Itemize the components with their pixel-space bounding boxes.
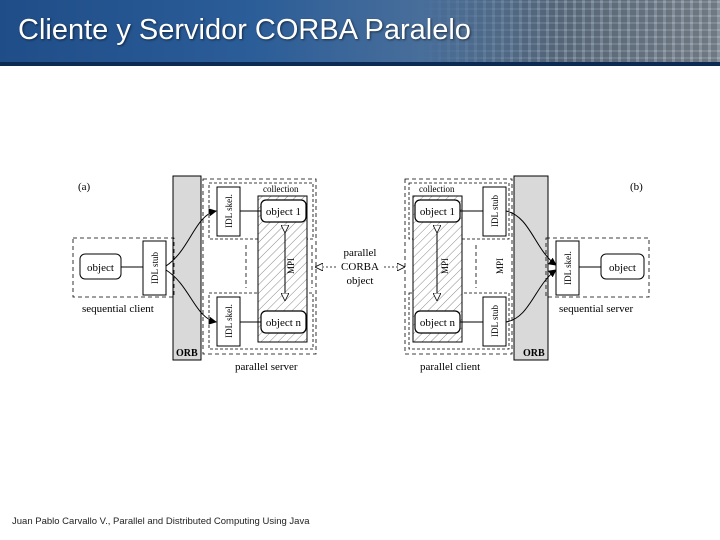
panel-b-object-n-label: object n [420, 317, 456, 329]
panel-b-orb-bar [513, 175, 549, 361]
panel-b-client-box [404, 178, 513, 355]
panel-a-client-caption: sequential client [82, 303, 154, 315]
panel-b-collection-label: collection [419, 184, 455, 194]
panel-a-server-box [202, 178, 317, 355]
panel-a-collection-label: collection [263, 184, 299, 194]
panel-a-mpi-label: MPI [286, 258, 296, 274]
panel-b-mpi-right-label: MPI [495, 258, 505, 274]
panel-a-client-object-label: object [87, 262, 114, 274]
center-label-line-1: parallel [344, 247, 377, 259]
panel-b: (b) collection object 1 object n MPI MPI… [404, 175, 650, 373]
panel-a-idl-skel-top-label: IDL skel. [224, 194, 234, 228]
panel-a: (a) ORB object IDL stub sequential clien… [72, 175, 317, 373]
panel-b-server-object [600, 253, 645, 280]
panel-b-server-object-label: object [609, 262, 636, 274]
header-photo-banner [420, 0, 720, 66]
panel-a-idl-stub-box [142, 240, 167, 296]
panel-b-tag: (b) [630, 181, 643, 193]
panel-a-request-arrow-top [165, 208, 217, 267]
panel-a-object-1-label: object 1 [266, 206, 301, 218]
panel-a-idl-skel-bottom-label: IDL skel. [224, 304, 234, 338]
panel-b-client-caption: parallel client [420, 361, 480, 373]
panel-a-server-caption: parallel server [235, 361, 298, 373]
slide-footer: Juan Pablo Carvallo V., Parallel and Dis… [12, 516, 310, 527]
panel-b-object-1-label: object 1 [420, 206, 455, 218]
panel-b-idl-skel-label: IDL skel. [563, 251, 573, 285]
panel-a-object-n [260, 310, 307, 334]
panel-a-object-1 [260, 199, 307, 223]
panel-b-idl-stub-bottom-label: IDL stub [490, 305, 500, 337]
panel-b-orb-label: ORB [523, 348, 545, 359]
center-label-line-2: CORBA [341, 261, 379, 273]
panel-b-idl-stub-top-label: IDL stub [490, 195, 500, 227]
panel-a-idl-stub-label: IDL stub [150, 252, 160, 284]
panel-a-object-n-label: object n [266, 317, 302, 329]
slide-header [0, 0, 720, 66]
header-bottom-rule [0, 62, 720, 66]
panel-b-server-caption: sequential server [559, 303, 634, 315]
center-label-line-3: object [347, 275, 374, 287]
panel-a-client-box [72, 237, 175, 298]
panel-b-request-arrow-bottom [505, 269, 557, 323]
panel-b-idl-skel-box [555, 240, 580, 296]
panel-a-request-arrow-bottom [165, 269, 217, 325]
slide-title: Cliente y Servidor CORBA Paralelo [18, 14, 471, 46]
panel-b-server-box [545, 237, 650, 298]
panel-b-request-arrow-top [505, 210, 557, 266]
panel-a-orb-label: ORB [176, 348, 198, 359]
panel-b-mpi-left-label: MPI [440, 258, 450, 274]
center-label: parallel CORBA object [316, 247, 404, 287]
panel-a-orb-bar [172, 175, 202, 361]
panel-a-tag: (a) [78, 181, 91, 193]
